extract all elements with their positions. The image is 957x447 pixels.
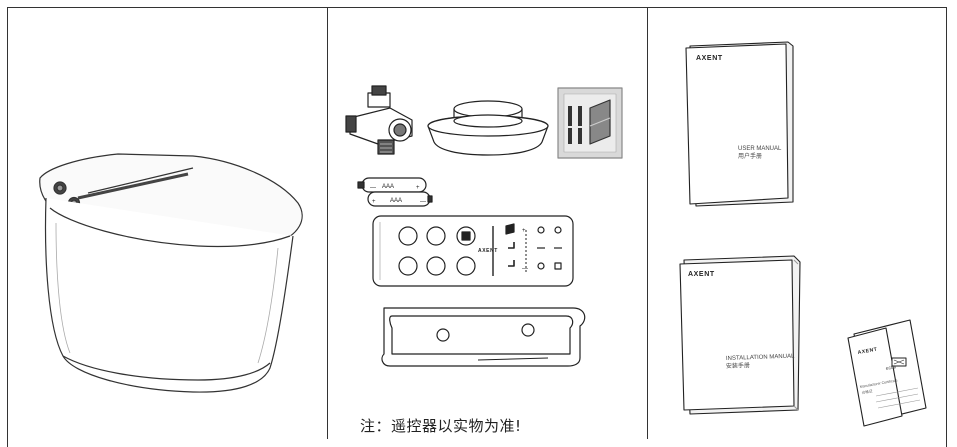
- installation-manual-icon: [679, 255, 801, 415]
- battery-1-plus: +: [416, 185, 420, 191]
- t-valve-icon: [345, 85, 413, 155]
- user-manual-title-cn: 用户手册: [738, 152, 762, 160]
- panel-divider-2: [647, 7, 648, 439]
- installation-manual-title-cn: 安装手册: [726, 361, 750, 370]
- remote-control-icon: [372, 215, 574, 287]
- installation-manual-brand: AXENT: [688, 271, 715, 278]
- remote-brand: AXENT: [478, 248, 498, 254]
- battery-2-label: AAA: [390, 198, 402, 204]
- panel-divider-1: [327, 7, 328, 439]
- installation-manual-title-en: INSTALLATION MANUAL: [726, 354, 795, 362]
- user-manual-brand: AXENT: [696, 55, 723, 62]
- user-manual-icon: [685, 41, 794, 207]
- mounting-plate-icon: [381, 307, 586, 367]
- manuals-panel: AXENT USER MANUAL 用户手册 AXENT INSTALLATIO…: [648, 8, 947, 439]
- user-manual-title-en: USER MANUAL: [738, 146, 782, 152]
- battery-1-label: AAA: [382, 184, 394, 190]
- round-base-icon: [427, 100, 549, 156]
- battery-2-plus: +: [372, 199, 376, 205]
- manuals-illustration: AXENT USER MANUAL 用户手册 AXENT INSTALLATIO…: [679, 41, 927, 427]
- accessories-panel: AAA AAA — + + — AXENT + —: [328, 8, 647, 439]
- leaflet-title: ector: [885, 364, 897, 372]
- remote-minus: —: [522, 266, 528, 272]
- aaa-batteries-icon: [357, 177, 433, 207]
- leaflet-cn: 合格证: [861, 388, 873, 395]
- remote-plus: +: [522, 228, 526, 234]
- remote-disclaimer-note: 注：遥控器以实物为准!: [360, 417, 522, 435]
- smart-toilet-illustration: [39, 153, 303, 393]
- outer-frame: [7, 7, 947, 447]
- battery-2-minus: —: [420, 199, 426, 205]
- battery-1-minus: —: [370, 185, 376, 191]
- toilet-panel: [8, 8, 327, 439]
- leaflet-subtitle: Manufacturer Certificate: [859, 378, 897, 389]
- leaflet-brand: AXENT: [857, 347, 878, 356]
- certificate-leaflet-icon: [847, 319, 927, 427]
- screw-pack-icon: [557, 87, 623, 159]
- accessories-illustration: AAA AAA — + + — AXENT + —: [345, 85, 623, 367]
